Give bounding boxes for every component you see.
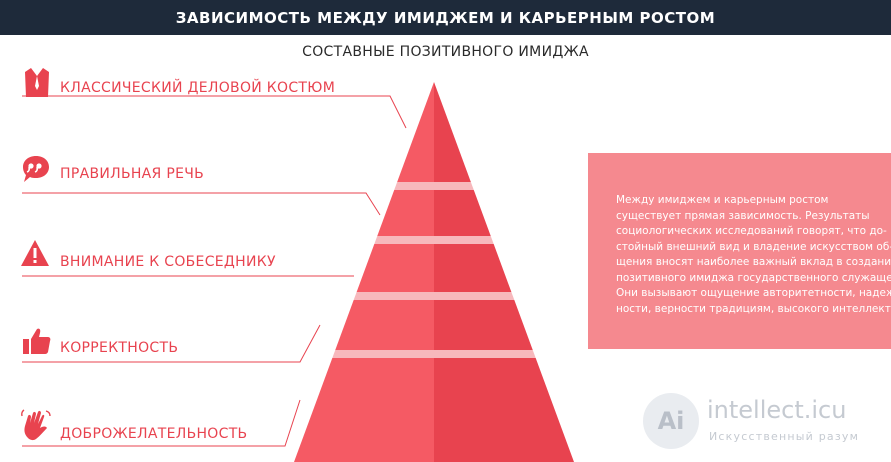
tier-3-left-face: [356, 244, 434, 292]
description-box: Между имиджем и карьерным ростом существ…: [588, 153, 891, 349]
description-text: Между имиджем и карьерным ростом существ…: [616, 194, 891, 315]
tier-4-left-face: [335, 300, 434, 350]
pyramid-tiers: [294, 82, 574, 462]
connector-lines: [22, 95, 407, 447]
tier-3-right-face: [434, 244, 512, 292]
tier-1-right-face: [434, 82, 471, 182]
tier-2-right-face: [434, 190, 491, 236]
label-correctness: КОРРЕКТНОСТЬ: [60, 340, 179, 356]
speech-bubble-icon: [21, 154, 51, 188]
waving-hand-icon: [20, 408, 52, 446]
tier-2-left-face: [377, 190, 434, 236]
connector-line-5: [22, 399, 301, 447]
watermark: Ai intellect.icu Искусственный разум: [643, 390, 891, 450]
watermark-logo: Ai: [643, 393, 699, 449]
diagram-subtitle: СОСТАВНЫЕ ПОЗИТИВНОГО ИМИДЖА: [302, 44, 589, 60]
tier-gap: [394, 182, 474, 190]
watermark-subtitle: Искусственный разум: [709, 430, 860, 443]
tier-1-left-face: [397, 82, 434, 182]
thumbs-up-icon: [22, 326, 52, 360]
label-attention: ВНИМАНИЕ К СОБЕСЕДНИКУ: [60, 254, 276, 270]
header-bar: ЗАВИСИМОСТЬ МЕЖДУ ИМИДЖЕМ И КАРЬЕРНЫМ РО…: [0, 0, 891, 35]
tier-4-right-face: [434, 300, 533, 350]
tier-gap: [332, 350, 536, 358]
watermark-title: intellect.icu: [707, 396, 847, 424]
label-correct-speech: ПРАВИЛЬНАЯ РЕЧЬ: [60, 166, 205, 182]
tier-5-left-face: [294, 358, 434, 462]
connector-line-2: [22, 192, 381, 216]
label-goodwill: ДОБРОЖЕЛАТЕЛЬНОСТЬ: [60, 426, 248, 442]
tier-5-right-face: [434, 358, 574, 462]
connector-line-4: [22, 324, 321, 363]
tier-gap: [374, 236, 494, 244]
connector-line-1: [22, 95, 407, 129]
warning-icon: [20, 238, 50, 272]
label-business-suit: КЛАССИЧЕСКИЙ ДЕЛОВОЙ КОСТЮМ: [60, 80, 336, 96]
suit-icon: [24, 66, 50, 102]
tier-gap: [353, 292, 515, 300]
page-title: ЗАВИСИМОСТЬ МЕЖДУ ИМИДЖЕМ И КАРЬЕРНЫМ РО…: [175, 8, 716, 27]
